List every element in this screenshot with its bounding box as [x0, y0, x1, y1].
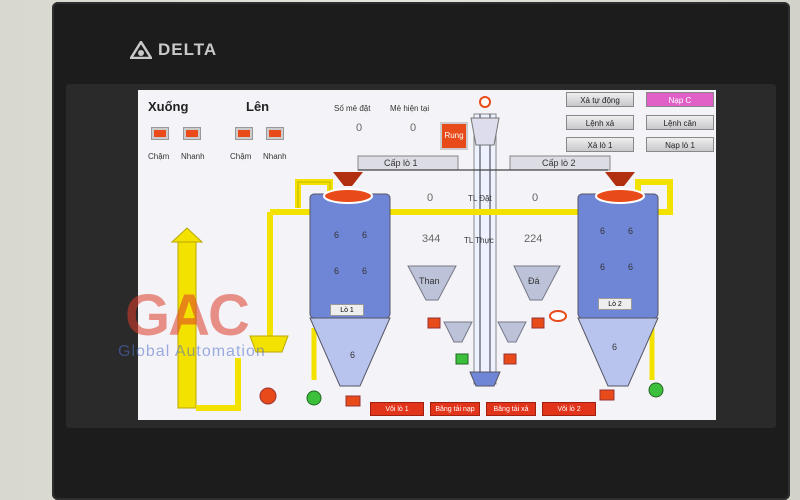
- level-digit: 6: [600, 262, 606, 272]
- watermark-logo: GAC: [125, 283, 250, 348]
- da-label: Đá: [528, 276, 540, 286]
- level-digit: 6: [362, 230, 368, 240]
- level-digit: 6: [628, 262, 634, 272]
- lenh-can-button[interactable]: Lệnh cân: [646, 115, 714, 130]
- voi-lo-1-button[interactable]: Vôi lò 1: [370, 402, 424, 416]
- lenh-xa-button[interactable]: Lệnh xả: [566, 115, 634, 130]
- nap-c-button[interactable]: Nạp C: [646, 92, 714, 107]
- len-nhanh-label: Nhanh: [263, 152, 287, 161]
- level-digit: 6: [600, 226, 606, 236]
- level-digit: 6: [350, 350, 356, 360]
- level-digit: 6: [612, 342, 618, 352]
- xuong-nhanh-label: Nhanh: [181, 152, 205, 161]
- level-digit: 6: [362, 266, 368, 276]
- me-hien-tai-label: Mẻ hiện tại: [390, 104, 430, 113]
- level-digit: 6: [334, 230, 340, 240]
- me-hien-tai-value: 0: [410, 122, 417, 134]
- delta-triangle-icon: [130, 41, 152, 59]
- cap-lo-1-button[interactable]: Cấp lò 1: [384, 158, 418, 168]
- len-cham-button[interactable]: [235, 127, 253, 140]
- so-me-dat-value: 0: [356, 122, 363, 134]
- tl-dat-left-value: 0: [427, 192, 434, 204]
- xuong-nhanh-button[interactable]: [183, 127, 201, 140]
- level-digit: 6: [628, 226, 634, 236]
- process-diagram: [170, 96, 673, 411]
- level-digit: 6: [334, 266, 340, 276]
- len-nhanh-button[interactable]: [266, 127, 284, 140]
- cap-lo-2-button[interactable]: Cấp lò 2: [542, 158, 576, 168]
- than-label: Than: [419, 276, 440, 286]
- bang-tai-nap-button[interactable]: Băng tải nạp: [430, 402, 480, 416]
- tl-thuc-right-value: 224: [524, 233, 543, 245]
- rung-button[interactable]: Rung: [440, 122, 468, 150]
- watermark-tagline: Global Automation: [118, 343, 266, 360]
- lo-2-label: Lò 2: [598, 298, 632, 310]
- tl-thuc-label: TL Thực: [464, 236, 494, 245]
- xuong-cham-label: Chậm: [148, 152, 170, 161]
- so-me-dat-label: Số mẻ đặt: [334, 104, 371, 113]
- brand-name: DELTA: [158, 40, 218, 59]
- len-label: Lên: [246, 99, 270, 114]
- xa-lo-1-button[interactable]: Xả lò 1: [566, 137, 634, 152]
- lo-1-label: Lò 1: [330, 304, 364, 316]
- hmi-screen: Xuống Lên Chậm Nhanh Chậm Nhanh Số mẻ đặ…: [138, 90, 716, 420]
- xa-tu-dong-button[interactable]: Xả tự động: [566, 92, 634, 107]
- tl-dat-right-value: 0: [532, 192, 539, 204]
- len-cham-label: Chậm: [230, 152, 252, 161]
- xuong-label: Xuống: [148, 99, 189, 114]
- nap-lo-1-button[interactable]: Nạp lò 1: [646, 137, 714, 152]
- xuong-cham-button[interactable]: [151, 127, 169, 140]
- voi-lo-2-button[interactable]: Vôi lò 2: [542, 402, 596, 416]
- bang-tai-xa-button[interactable]: Băng tải xả: [486, 402, 536, 416]
- tl-thuc-left-value: 344: [422, 233, 441, 245]
- tl-dat-label: TL Đặt: [468, 194, 492, 203]
- brand-logo: DELTA: [130, 40, 217, 60]
